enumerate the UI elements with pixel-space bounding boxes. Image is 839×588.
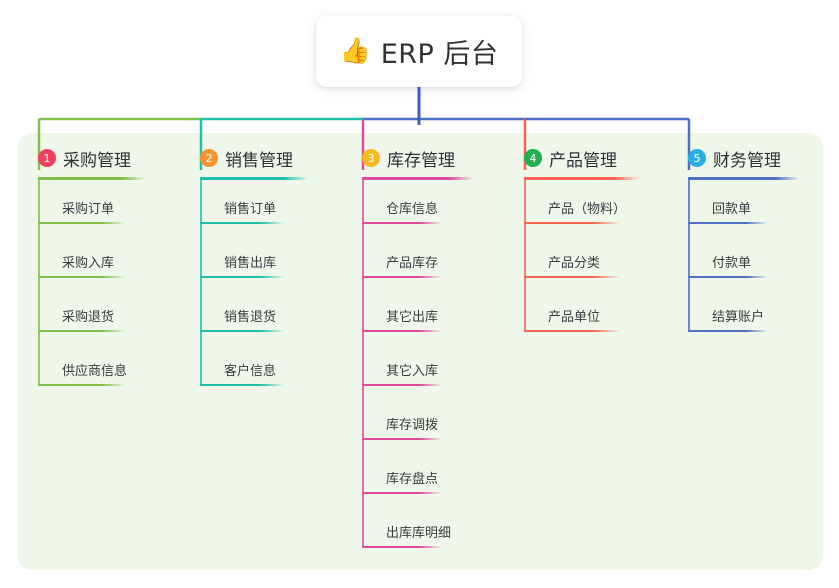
category-header-2[interactable]: 2 销售管理 <box>200 146 308 171</box>
category-column-1: 1 采购管理采购订单采购入库采购退货供应商信息 <box>38 146 146 386</box>
category-title-3: 库存管理 <box>387 150 455 171</box>
leaf-item[interactable]: 仓库信息 <box>362 200 442 224</box>
diagram-panel <box>18 133 823 570</box>
leaf-item[interactable]: 其它出库 <box>362 308 442 332</box>
leaf-label: 其它出库 <box>386 310 439 325</box>
category-column-2: 2 销售管理销售订单销售出库销售退货客户信息 <box>200 146 308 386</box>
leaf-underline <box>200 330 284 332</box>
category-title-5: 财务管理 <box>713 150 781 171</box>
leaf-item[interactable]: 销售订单 <box>200 200 284 224</box>
root-node[interactable]: 👍 ERP 后台 <box>316 16 522 87</box>
root-title: ERP 后台 <box>380 39 499 70</box>
leaf-item[interactable]: 库存盘点 <box>362 470 442 494</box>
leaf-underline <box>688 222 768 224</box>
leaf-item[interactable]: 产品（物料） <box>524 200 626 224</box>
leaf-item[interactable]: 库存调拨 <box>362 416 442 440</box>
leaf-item[interactable]: 供应商信息 <box>38 362 127 386</box>
category-header-1[interactable]: 1 采购管理 <box>38 146 146 171</box>
leaf-label: 采购入库 <box>62 256 115 271</box>
category-underline-4 <box>524 177 640 180</box>
leaf-underline <box>38 222 126 224</box>
category-header-4[interactable]: 4 产品管理 <box>524 146 640 171</box>
category-header-3[interactable]: 3 库存管理 <box>362 146 474 171</box>
leaf-label: 库存盘点 <box>386 472 439 487</box>
category-badge-3: 3 <box>362 149 380 167</box>
category-badge-5: 5 <box>688 149 706 167</box>
leaf-label: 客户信息 <box>224 364 277 379</box>
leaf-item[interactable]: 出库库明细 <box>362 524 451 548</box>
leaf-label: 付款单 <box>712 256 752 271</box>
leaf-item[interactable]: 客户信息 <box>200 362 284 386</box>
category-header-5[interactable]: 5 财务管理 <box>688 146 800 171</box>
category-column-5: 5 财务管理回款单付款单结算账户 <box>688 146 800 332</box>
leaf-underline <box>688 276 768 278</box>
category-underline-5 <box>688 177 800 180</box>
leaf-label: 其它入库 <box>386 364 439 379</box>
category-underline-3 <box>362 177 474 180</box>
leaf-item[interactable]: 销售退货 <box>200 308 284 332</box>
leaf-underline <box>362 222 442 224</box>
leaf-underline <box>38 276 126 278</box>
category-badge-2: 2 <box>200 149 218 167</box>
leaf-underline <box>524 276 620 278</box>
leaf-label: 产品库存 <box>386 256 439 271</box>
leaf-label: 出库库明细 <box>386 526 452 541</box>
leaf-label: 销售出库 <box>224 256 277 271</box>
leaf-underline <box>362 492 442 494</box>
leaf-underline <box>200 222 284 224</box>
leaf-label: 销售退货 <box>224 310 277 325</box>
category-title-1: 采购管理 <box>63 150 131 171</box>
leaf-item[interactable]: 采购订单 <box>38 200 126 224</box>
leaf-underline <box>362 276 442 278</box>
leaf-underline <box>362 438 442 440</box>
leaf-label: 结算账户 <box>712 310 765 325</box>
category-underline-1 <box>38 177 146 180</box>
category-badge-1: 1 <box>38 149 56 167</box>
leaf-underline <box>200 276 284 278</box>
leaf-underline <box>362 546 442 548</box>
leaf-item[interactable]: 回款单 <box>688 200 768 224</box>
leaf-label: 采购订单 <box>62 202 115 217</box>
category-column-3: 3 库存管理仓库信息产品库存其它出库其它入库库存调拨库存盘点出库库明细 <box>362 146 474 548</box>
leaf-item[interactable]: 产品库存 <box>362 254 442 278</box>
leaf-label: 仓库信息 <box>386 202 439 217</box>
leaf-item[interactable]: 采购退货 <box>38 308 126 332</box>
leaf-item[interactable]: 其它入库 <box>362 362 442 386</box>
category-title-4: 产品管理 <box>549 150 617 171</box>
leaf-item[interactable]: 产品分类 <box>524 254 620 278</box>
leaf-item[interactable]: 产品单位 <box>524 308 620 332</box>
leaf-underline <box>200 384 284 386</box>
category-badge-4: 4 <box>524 149 542 167</box>
category-column-4: 4 产品管理产品（物料） 产品分类产品单位 <box>524 146 640 332</box>
leaf-item[interactable]: 销售出库 <box>200 254 284 278</box>
category-title-2: 销售管理 <box>225 150 293 171</box>
leaf-label: 回款单 <box>712 202 752 217</box>
leaf-underline <box>524 330 620 332</box>
leaf-underline <box>362 330 442 332</box>
leaf-label: 产品单位 <box>548 310 601 325</box>
leaf-label: 产品分类 <box>548 256 601 271</box>
leaf-item[interactable]: 结算账户 <box>688 308 768 332</box>
leaf-label: 销售订单 <box>224 202 277 217</box>
leaf-underline <box>524 222 620 224</box>
leaf-underline <box>688 330 768 332</box>
leaf-underline <box>38 330 126 332</box>
category-underline-2 <box>200 177 308 180</box>
leaf-label: 供应商信息 <box>62 364 128 379</box>
leaf-label: 产品（物料） <box>548 202 627 217</box>
leaf-label: 采购退货 <box>62 310 115 325</box>
leaf-item[interactable]: 付款单 <box>688 254 768 278</box>
leaf-underline <box>362 384 442 386</box>
thumbs-up-icon: 👍 <box>339 37 371 65</box>
leaf-label: 库存调拨 <box>386 418 439 433</box>
leaf-underline <box>38 384 126 386</box>
leaf-item[interactable]: 采购入库 <box>38 254 126 278</box>
